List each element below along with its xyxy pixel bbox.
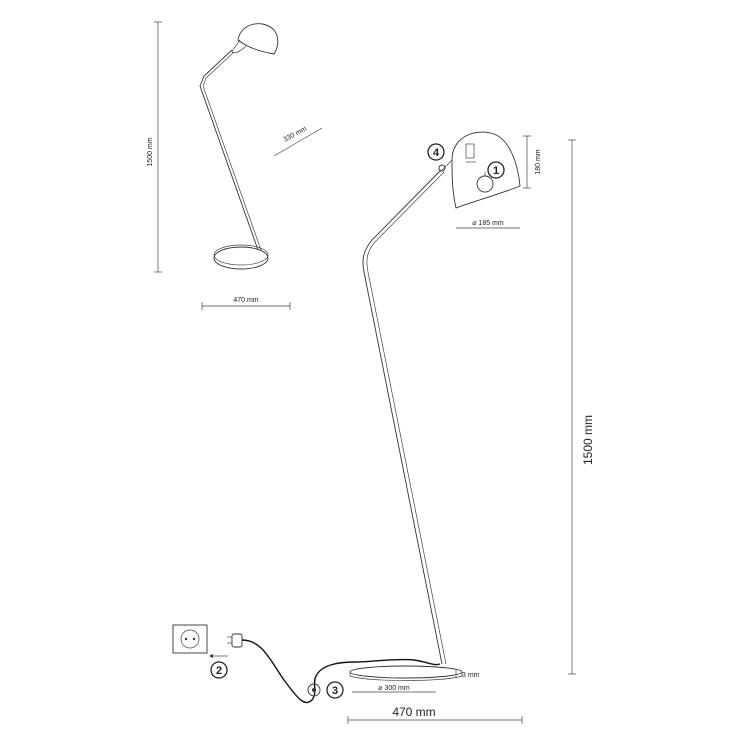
small-lamp-base — [213, 246, 269, 270]
large-lamp-arm — [362, 169, 443, 665]
callout-3: 3 — [326, 681, 344, 699]
wall-socket-face — [180, 629, 200, 649]
lamp-joint — [438, 164, 446, 172]
large-lamp-arm-edge — [366, 171, 447, 665]
plug-in-arrow-head — [209, 654, 213, 658]
lamp-socket — [465, 143, 475, 159]
base-diameter-label: ⌀ 300 mm — [378, 685, 410, 692]
callout-4-circle — [427, 143, 445, 161]
callout-4: 4 — [427, 143, 445, 161]
wall-socket-hole-left — [184, 637, 188, 641]
power-assembly — [172, 624, 441, 704]
callout-1-number: 1 — [493, 165, 499, 177]
callout-1-circle — [487, 161, 505, 179]
large-lamp-shade — [451, 131, 521, 209]
large-lamp-base-side — [349, 672, 463, 681]
small-height-label: 1500 mm — [147, 137, 154, 166]
shade-diameter-label: ⌀ 185 mm — [472, 220, 504, 227]
small-shade-dimension-line — [273, 127, 323, 157]
callout-2-circle — [210, 661, 228, 679]
small-lamp-arm — [199, 49, 259, 251]
small-lamp-base-top — [213, 244, 269, 266]
small-lamp-shade — [237, 23, 279, 55]
wall-socket-hole-right — [192, 637, 196, 641]
power-cord — [241, 639, 441, 704]
callout-1: 1 — [487, 161, 505, 179]
large-lamp-view: 180 mm ⌀ 185 mm 1500 mm 3 mm ⌀ 300 mm 47… — [347, 131, 595, 724]
large-width-label: 470 mm — [392, 705, 435, 719]
large-lamp-shade-neck — [441, 159, 453, 171]
callout-3-number: 3 — [332, 685, 338, 697]
base-height-label: 3 mm — [462, 672, 480, 679]
callout-2-number: 2 — [216, 665, 222, 677]
callout-2: 2 — [210, 661, 228, 679]
small-lamp-arm-edge — [202, 51, 262, 251]
small-lamp-shade-joint — [231, 39, 247, 54]
light-bulb — [476, 175, 494, 193]
large-height-label: 1500 mm — [581, 415, 595, 465]
wall-socket — [172, 624, 208, 654]
foot-switch-button — [312, 688, 316, 692]
foot-switch — [307, 683, 321, 697]
large-lamp-base — [349, 665, 463, 679]
small-shade-label: 330 mm — [282, 126, 308, 144]
small-lamp-view: 1500 mm 330 mm 470 mm — [147, 21, 323, 310]
callout-4-number: 4 — [433, 147, 440, 159]
power-plug — [231, 633, 243, 648]
small-width-label: 470 mm — [233, 297, 258, 304]
callout-3-circle — [326, 681, 344, 699]
shade-height-label: 180 mm — [535, 149, 542, 174]
